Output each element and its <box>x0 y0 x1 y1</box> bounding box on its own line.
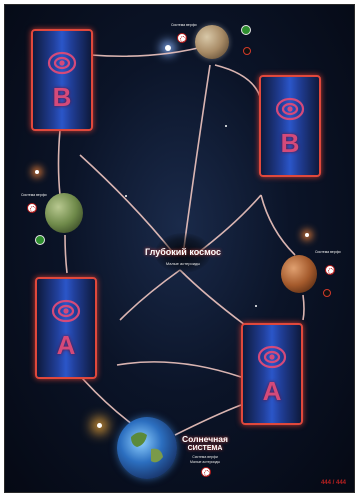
sector-card-top-right[interactable]: B <box>259 75 321 177</box>
shipyard-icon <box>27 203 37 213</box>
sector-letter: A <box>37 330 95 361</box>
route <box>175 405 241 435</box>
solar-system-title-line2: система <box>173 444 237 453</box>
route <box>59 130 61 195</box>
planet-label-right: Система верфи <box>315 250 341 254</box>
sector-letter: B <box>261 128 319 159</box>
green-marker-icon <box>35 235 45 245</box>
galaxy-icon <box>50 297 82 325</box>
green-marker-icon <box>241 25 251 35</box>
planet-right[interactable] <box>281 255 317 293</box>
corner-mark: 444 / 444 <box>321 480 346 486</box>
black-marker-icon <box>243 47 251 55</box>
route <box>215 65 261 100</box>
black-marker-icon <box>323 289 331 297</box>
planet-top[interactable] <box>195 25 229 59</box>
route <box>183 65 210 255</box>
planet-label-left: Система верфи <box>21 193 47 197</box>
continents-icon <box>117 417 177 479</box>
shipyard-icon <box>201 467 211 477</box>
solar-system-title: Солнечная система <box>173 435 237 453</box>
deep-space-subtitle: Малые астероиды <box>123 261 243 266</box>
planet-earth[interactable] <box>117 417 177 479</box>
route <box>65 235 67 273</box>
deep-space-title: Глубокий космос <box>123 247 243 257</box>
shipyard-icon <box>177 33 187 43</box>
route <box>91 45 210 56</box>
game-board: B B A A <box>4 4 355 493</box>
planet-label-top: Система верфи <box>171 23 197 27</box>
sector-card-bottom-right[interactable]: A <box>241 323 303 425</box>
sector-letter: A <box>243 376 301 407</box>
solar-system-subtitle: Система верфи Малые астероиды <box>173 455 237 465</box>
planet-left[interactable] <box>45 193 83 233</box>
route <box>303 295 304 320</box>
solar-system-title-line1: Солнечная <box>173 435 237 444</box>
route <box>180 270 245 325</box>
galaxy-icon <box>274 95 306 123</box>
sector-letter: B <box>33 82 91 113</box>
route <box>120 270 180 320</box>
route <box>261 195 295 255</box>
sector-card-top-left[interactable]: B <box>31 29 93 131</box>
sector-card-bottom-left[interactable]: A <box>35 277 97 379</box>
shipyard-icon <box>325 265 335 275</box>
route <box>117 362 241 377</box>
galaxy-icon <box>46 49 78 77</box>
galaxy-icon <box>256 343 288 371</box>
solar-system-sub-line2: Малые астероиды <box>173 460 237 465</box>
